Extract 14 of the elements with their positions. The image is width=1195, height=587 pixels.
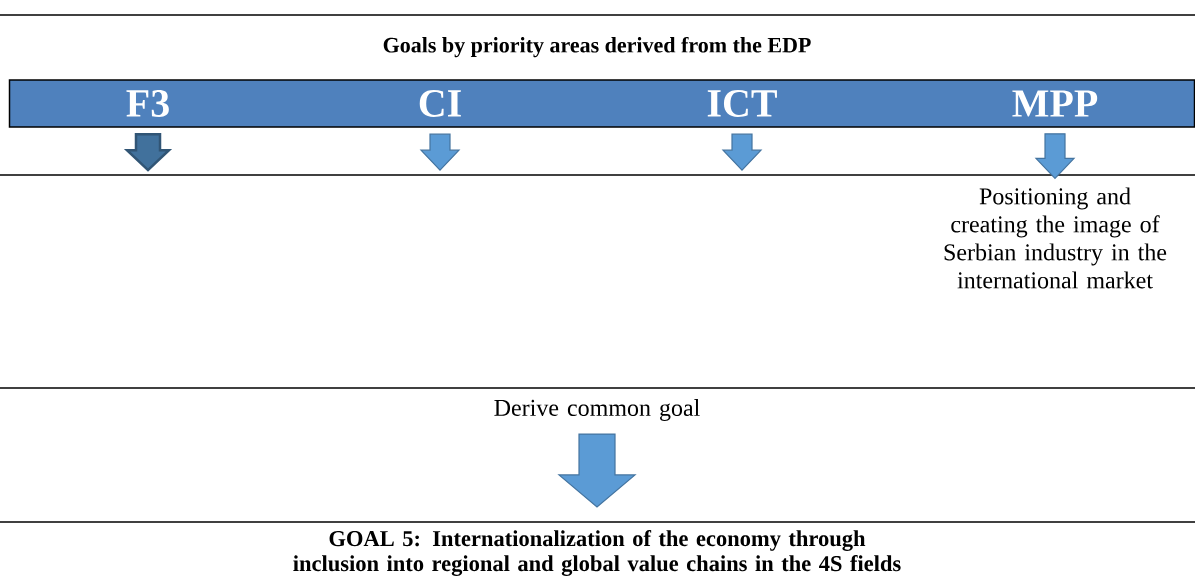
goal-heading: GOAL 5: Internationalization of the economy through inclusion into regional and global value chains in the 4S fields [293,530,901,576]
block-arrow [123,132,173,172]
band [8,79,1195,128]
goal-text: Derive common goal [494,399,700,421]
area-label: F3 [126,90,169,117]
area-label: CI [419,90,461,117]
block-arrow [1034,133,1076,180]
title: Goals by priority areas derived from the EDP [383,36,811,58]
area-label: MPP [1012,90,1098,117]
block-arrow [721,133,763,171]
block-arrow [557,433,637,508]
block-arrow [419,133,461,171]
area-label: ICT [707,90,777,117]
goal-text: Positioning and creating the image of Serbian industry in the international market [944,187,1167,289]
